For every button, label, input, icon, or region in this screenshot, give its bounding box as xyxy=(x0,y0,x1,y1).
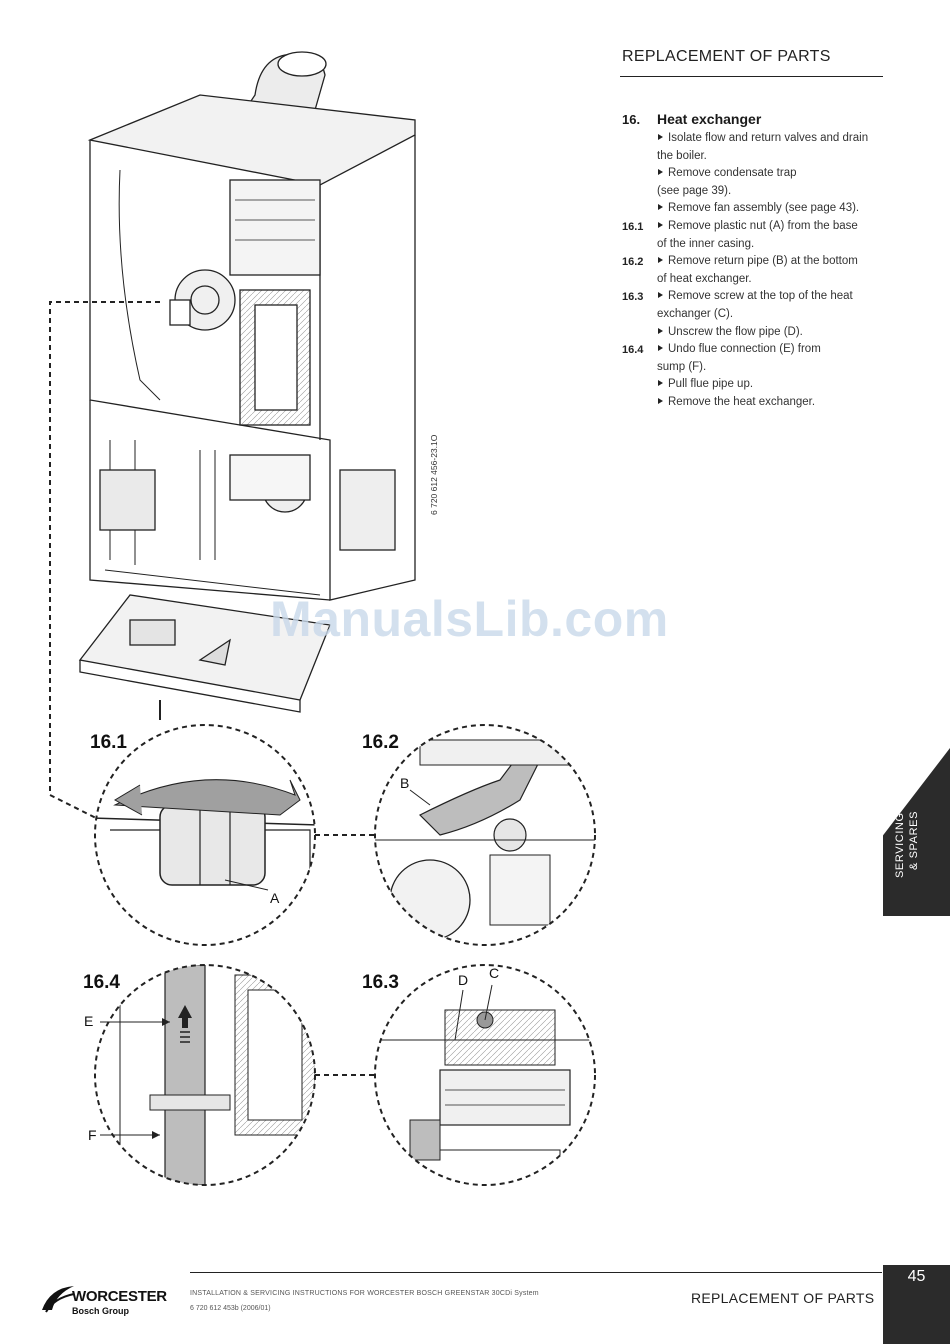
brand-name: WORCESTER xyxy=(72,1288,167,1305)
callout-e: E xyxy=(84,1013,94,1029)
step-text: Remove return pipe (B) at the bottom xyxy=(658,255,858,267)
callout-a: A xyxy=(270,890,280,906)
detail-label-16-3: 16.3 xyxy=(362,972,399,993)
step-line-text: Remove condensate trap xyxy=(668,167,797,180)
page-header-title: REPLACEMENT OF PARTS xyxy=(622,48,831,65)
step-line-text: Remove plastic nut (A) from the base xyxy=(668,220,858,232)
figure-code: 6 720 612 456-23.1O xyxy=(429,434,439,515)
worcester-logo-icon xyxy=(42,1286,75,1313)
side-tab-line2: & SPARES xyxy=(908,810,920,870)
watermark: ManualsLib.com xyxy=(270,591,669,647)
footer-section-title: REPLACEMENT OF PARTS xyxy=(691,1290,875,1306)
page-number-box xyxy=(883,1265,950,1344)
bullet-triangle-icon xyxy=(658,345,663,352)
step-text: Pull flue pipe up. xyxy=(658,378,753,390)
step-line-text: the boiler. xyxy=(657,149,707,162)
step-line-text: Remove return pipe (B) at the bottom xyxy=(668,255,858,268)
callout-f: F xyxy=(88,1127,97,1143)
header-rule xyxy=(620,76,883,77)
step-line-text: Remove fan assembly (see page 43). xyxy=(668,202,860,215)
detail-16-3 xyxy=(375,965,595,1185)
step-line-text: Pull flue pipe up. xyxy=(668,378,754,391)
step-text-continued: of the inner casing. xyxy=(657,238,754,250)
bullet-triangle-icon xyxy=(658,327,663,334)
detail-label-16-1: 16.1 xyxy=(90,732,127,753)
step-text-continued: the boiler. xyxy=(657,150,707,162)
callout-d: D xyxy=(458,972,469,988)
step-line-text: Isolate flow and return valves and drain xyxy=(668,132,869,144)
step-number: 16.4 xyxy=(622,344,644,357)
step-text: Undo flue connection (E) from xyxy=(658,343,821,355)
bullet-triangle-icon xyxy=(658,380,663,387)
side-tab-line1: SERVICING xyxy=(894,812,906,878)
step-number: 16.1 xyxy=(622,221,644,233)
side-tab-text: SERVICING & SPARES xyxy=(890,800,930,900)
step-line-text: Remove the heat exchanger. xyxy=(668,396,816,408)
bullet-triangle-icon xyxy=(658,204,663,211)
step-text: Remove the heat exchanger. xyxy=(658,396,815,408)
bullet-triangle-icon xyxy=(658,398,663,404)
step-line-text: of heat exchanger. xyxy=(657,272,752,285)
step-text-continued: (see page 39). xyxy=(657,185,731,197)
detail-16-1 xyxy=(95,725,315,945)
step-text: Unscrew the flow pipe (D). xyxy=(658,326,803,338)
step-number: 16.2 xyxy=(622,256,644,269)
callout-b: B xyxy=(400,775,410,791)
bullet-triangle-icon xyxy=(658,257,663,264)
footer-document-code: 6 720 612 453b (2006/01) xyxy=(190,1305,271,1312)
step-line-text: sump (F). xyxy=(657,360,707,373)
brand-group: Bosch Group xyxy=(72,1306,130,1316)
bullet-triangle-icon xyxy=(658,292,663,299)
step-text: Remove fan assembly (see page 43). xyxy=(658,202,859,214)
bullet-triangle-icon xyxy=(658,169,663,176)
step-number: 16.3 xyxy=(622,291,644,304)
step-line-text: exchanger (C). xyxy=(657,308,734,320)
step-line-text: Undo flue connection (E) from xyxy=(668,343,821,356)
step-text: Remove plastic nut (A) from the base xyxy=(658,220,858,232)
boiler-main-drawing xyxy=(78,51,416,720)
bullet-triangle-icon xyxy=(658,134,663,140)
footer-rule xyxy=(190,1272,882,1273)
step-text-continued: exchanger (C). xyxy=(657,308,733,320)
leader-lines xyxy=(49,301,375,1076)
step-text-continued: of heat exchanger. xyxy=(657,273,752,285)
callout-c: C xyxy=(489,965,500,981)
detail-label-16-4: 16.4 xyxy=(83,972,120,993)
step-text: Remove condensate trap xyxy=(658,167,797,179)
boiler-illustration: 6 720 612 456-23.1O xyxy=(49,51,596,1186)
step-line-text: Remove screw at the top of the heat xyxy=(668,290,853,303)
bullet-triangle-icon xyxy=(658,222,663,228)
detail-label-16-2: 16.2 xyxy=(362,732,399,753)
page-number: 45 xyxy=(907,1268,926,1285)
step-text: Remove screw at the top of the heat xyxy=(658,290,853,302)
detail-16-2 xyxy=(375,725,595,945)
detail-16-4 xyxy=(95,965,315,1185)
step-text: Isolate flow and return valves and drain xyxy=(658,132,868,144)
step-text-continued: sump (F). xyxy=(657,361,706,373)
step-line-text: (see page 39). xyxy=(657,184,732,197)
footer-document-title: INSTALLATION & SERVICING INSTRUCTIONS FO… xyxy=(190,1290,539,1297)
step-line-text: Unscrew the flow pipe (D). xyxy=(668,325,803,338)
step-line-text: of the inner casing. xyxy=(657,237,755,250)
section-number: 16. xyxy=(622,112,641,127)
section-title: Heat exchanger xyxy=(657,111,762,127)
